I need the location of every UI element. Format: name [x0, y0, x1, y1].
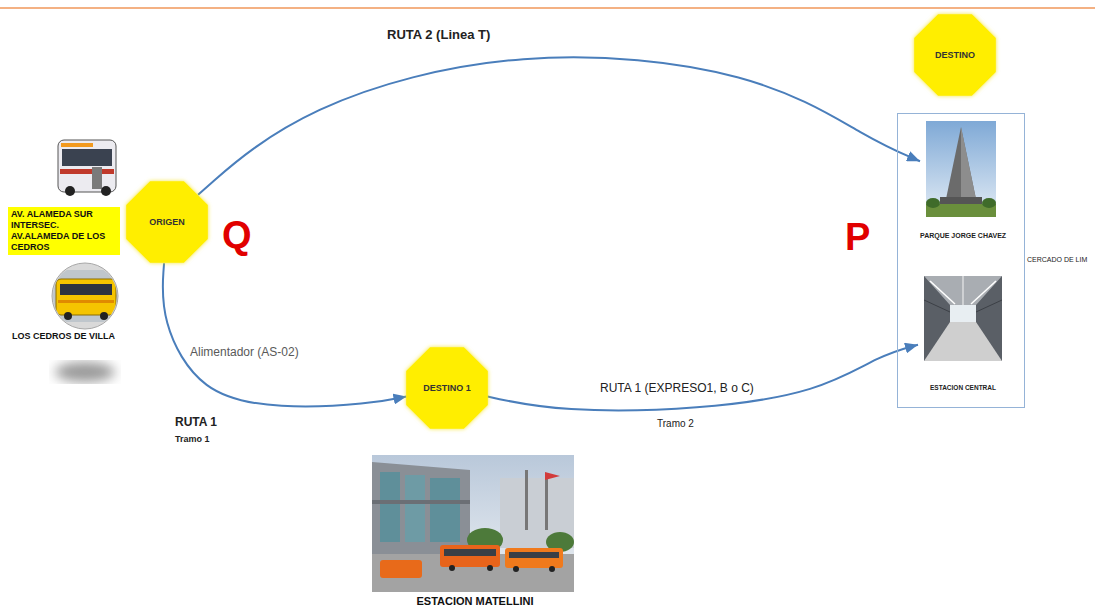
destination-region: CERCADO DE LIMPARQUE JORGE CHAVEZESTACIO…: [897, 113, 1025, 408]
bus-icon: [92, 167, 102, 189]
station-photo: [372, 462, 470, 556]
station-photo: [930, 281, 955, 304]
bus-icon: [55, 362, 115, 382]
station-photo: [976, 300, 1002, 312]
station-photo: [924, 300, 950, 312]
park-node: PARQUE JORGE CHAVEZ: [920, 120, 1006, 239]
bus-icon: [101, 186, 111, 196]
park-photo: [961, 127, 976, 199]
address-band: AV. ALAMEDA SUR INTERSEC. AV.ALAMEDA DE …: [8, 207, 120, 255]
bus-icon: [50, 263, 120, 382]
node-text: AV. ALAMEDA SUR INTERSEC. AV.ALAMEDA DE …: [11, 209, 117, 253]
station-photo: [924, 322, 1002, 361]
area-heading: CERCADO DE LIM: [1027, 256, 1087, 263]
station-photo: [545, 475, 548, 530]
origin-octagon: ORIGEN: [121, 176, 213, 268]
station-photo: [525, 470, 528, 530]
bus-icon: [50, 270, 120, 322]
station-photo: [440, 545, 500, 567]
bus-icon: [100, 312, 108, 320]
station-photo: [950, 305, 976, 322]
route-arrow: [198, 57, 920, 194]
station-photo: [449, 565, 455, 571]
bus-icon: [62, 149, 112, 166]
park-photo: [926, 121, 996, 217]
station-photo: [545, 472, 560, 480]
frame-line: [0, 7, 1095, 9]
bus-icon: [58, 140, 116, 196]
bus-icon: [60, 169, 114, 174]
station-photo: [444, 549, 496, 556]
station-photo: [963, 276, 964, 305]
route-arrow: [163, 263, 407, 406]
station-photo: [372, 455, 574, 592]
bus-icon: [50, 270, 120, 322]
bus-icon: [58, 300, 114, 303]
node-text: ORIGEN: [149, 217, 185, 227]
station-node: ESTACION CENTRAL: [918, 274, 1008, 391]
bus-icon: [58, 140, 116, 192]
station-photo: [924, 276, 1002, 305]
station-photo: [505, 548, 563, 568]
destination-octagon: DESTINO: [909, 9, 1001, 101]
point-letter: Q: [220, 216, 254, 254]
route-label: RUTA 1: [173, 415, 219, 429]
station-photo: [924, 276, 1002, 361]
station-photo: [372, 500, 470, 504]
route-label: RUTA 2 (Linea T): [385, 27, 492, 42]
park-photo: [926, 121, 996, 217]
station-photo: [380, 560, 422, 578]
route-label: RUTA 1 (EXPRESO1, B o C): [598, 381, 756, 395]
park-photo: [946, 127, 976, 199]
station-octagon: DESTINO 1: [401, 342, 493, 434]
station-photo: [487, 565, 493, 571]
photo-caption: ESTACION MATELLINI: [373, 595, 577, 608]
station-photo: [380, 472, 400, 542]
point-letter: P: [843, 218, 872, 256]
bus-icon: [60, 284, 112, 295]
park-photo: [982, 198, 996, 208]
bus-icon: [64, 312, 72, 320]
station-photo: [924, 276, 1002, 361]
bus-icon: [65, 186, 75, 196]
route-arrow: [487, 345, 918, 411]
station-photo: [549, 566, 555, 572]
bus-icon: [56, 279, 116, 315]
station-photo: [971, 281, 996, 304]
bus-icon: [61, 143, 93, 147]
octagon-shape: [406, 347, 488, 429]
node-text: DESTINO 1: [423, 383, 471, 393]
station-photo: [509, 552, 559, 558]
station-photo: [513, 566, 519, 572]
node-text: ESTACION CENTRAL: [918, 384, 1008, 391]
segment-label: Tramo 2: [655, 418, 696, 430]
octagon-shape: [914, 14, 996, 96]
station-photo: [430, 478, 460, 542]
park-photo: [940, 197, 982, 205]
segment-label: Tramo 1: [173, 434, 212, 445]
node-text: DESTINO: [935, 50, 975, 60]
station-photo: [405, 475, 425, 542]
station-photo: [372, 455, 574, 592]
octagon-shape: [126, 181, 208, 263]
route-label: Alimentador (AS-02): [188, 345, 301, 359]
park-photo: [926, 198, 940, 208]
node-text: PARQUE JORGE CHAVEZ: [920, 232, 1006, 239]
place-label: LOS CEDROS DE VILLA: [10, 331, 117, 342]
